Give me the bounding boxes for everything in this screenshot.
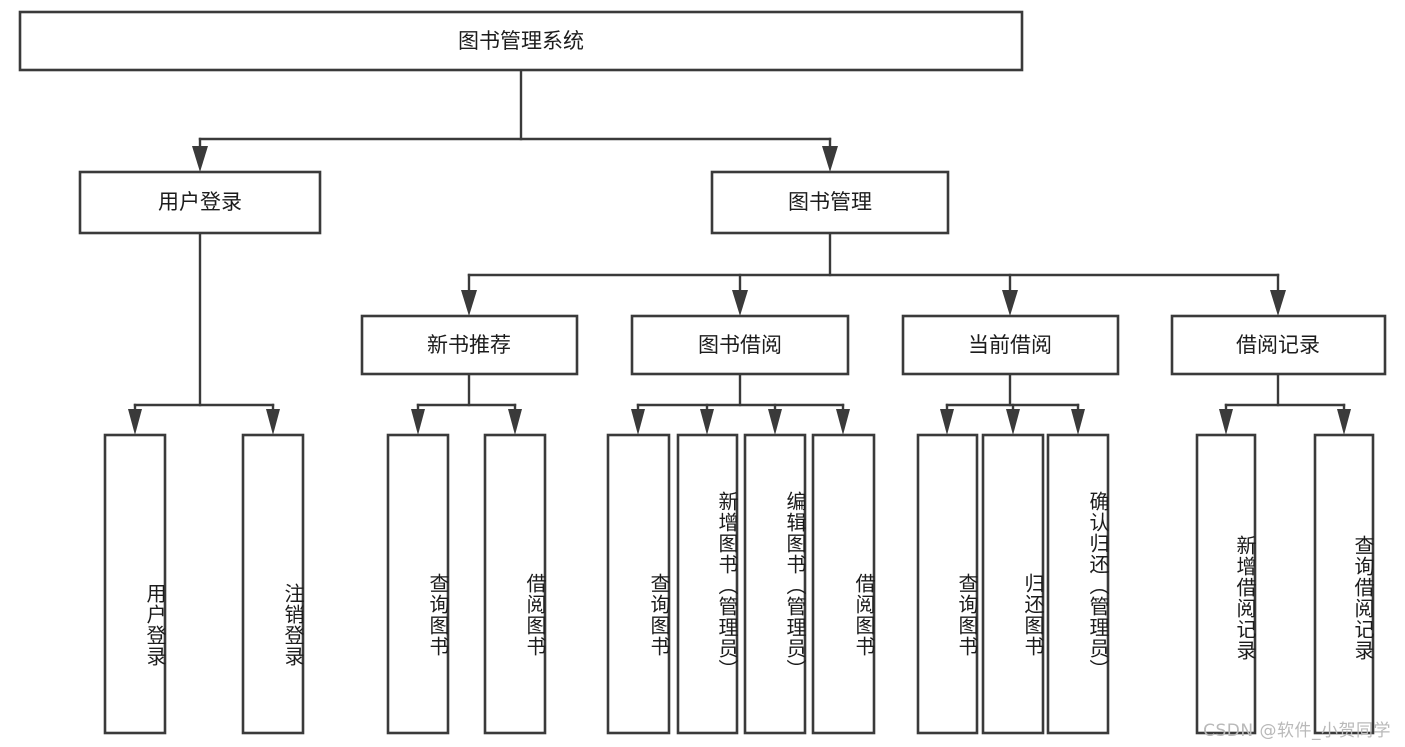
node-box-leaf-query-book-1[interactable]	[386, 433, 450, 735]
connector-group-current-borrow	[940, 372, 1085, 435]
node-label-root: 图书管理系统	[458, 29, 584, 53]
node-box-leaf-borrow-book-1[interactable]	[483, 433, 547, 735]
arrow-head-bookmanage-3	[1002, 290, 1018, 316]
arrow-head-newbook-2	[508, 409, 522, 435]
node-label-book-borrow: 图书借阅	[698, 333, 782, 357]
node-box-leaf-query-book-3[interactable]	[916, 433, 979, 735]
node-box-leaf-return-book[interactable]	[981, 433, 1045, 735]
arrow-head-userlogin-1	[128, 409, 142, 435]
node-label-borrow-record: 借阅记录	[1236, 333, 1320, 357]
arrow-head-bookborrow-2	[700, 409, 714, 435]
arrow-head-newbook-1	[411, 409, 425, 435]
arrow-head-bookmanage-2	[732, 290, 748, 316]
arrow-head-bookborrow-3	[768, 409, 782, 435]
arrow-head-currentborrow-1	[940, 409, 954, 435]
arrow-head-bookmanage-4	[1270, 290, 1286, 316]
arrow-head-borrowrecord-2	[1337, 409, 1351, 435]
node-box-current-borrow[interactable]	[901, 314, 1120, 376]
arrow-head-currentborrow-2	[1006, 409, 1020, 435]
node-box-leaf-confirm-return[interactable]	[1046, 433, 1110, 735]
node-box-group	[18, 10, 1387, 735]
arrow-head-borrowrecord-1	[1219, 409, 1233, 435]
node-box-leaf-add-book[interactable]	[676, 433, 739, 735]
connector-group-borrow-record	[1219, 372, 1351, 435]
node-label-current-borrow: 当前借阅	[968, 333, 1052, 357]
node-box-leaf-query-record[interactable]	[1313, 433, 1375, 735]
connector-group-book-manage	[461, 231, 1286, 316]
arrow-head-bookborrow-1	[631, 409, 645, 435]
arrow-head-root-1	[192, 146, 208, 172]
node-label-group-horizontal: 图书管理系统 用户登录 图书管理 新书推荐 图书借阅 当前借阅 借阅记录	[158, 29, 1320, 357]
node-box-user-login[interactable]	[78, 170, 322, 235]
connector-group-new-book-rec	[411, 372, 522, 435]
connector-group-root	[192, 68, 838, 172]
node-box-leaf-borrow-book-2[interactable]	[811, 433, 876, 735]
arrow-head-bookmanage-1	[461, 290, 477, 316]
node-box-leaf-add-record[interactable]	[1195, 433, 1257, 735]
node-box-leaf-query-book-2[interactable]	[606, 433, 671, 735]
node-label-user-login: 用户登录	[158, 190, 242, 214]
node-box-borrow-record[interactable]	[1170, 314, 1387, 376]
arrow-head-root-2	[822, 146, 838, 172]
node-box-root[interactable]	[18, 10, 1024, 72]
node-box-new-book-rec[interactable]	[360, 314, 579, 376]
connector-group-book-borrow	[631, 372, 850, 435]
node-box-book-manage[interactable]	[710, 170, 950, 235]
arrow-head-currentborrow-3	[1071, 409, 1085, 435]
node-box-book-borrow[interactable]	[630, 314, 850, 376]
node-box-leaf-edit-book[interactable]	[743, 433, 807, 735]
node-box-leaf-user-login[interactable]	[103, 433, 167, 735]
node-label-new-book-rec: 新书推荐	[427, 333, 511, 357]
arrow-head-userlogin-2	[266, 409, 280, 435]
watermark-text: CSDN @软件_小贺同学	[1203, 721, 1391, 741]
node-label-book-manage: 图书管理	[788, 190, 872, 214]
arrow-head-bookborrow-4	[836, 409, 850, 435]
connector-group-user-login	[128, 231, 280, 435]
node-box-leaf-logout[interactable]	[241, 433, 305, 735]
